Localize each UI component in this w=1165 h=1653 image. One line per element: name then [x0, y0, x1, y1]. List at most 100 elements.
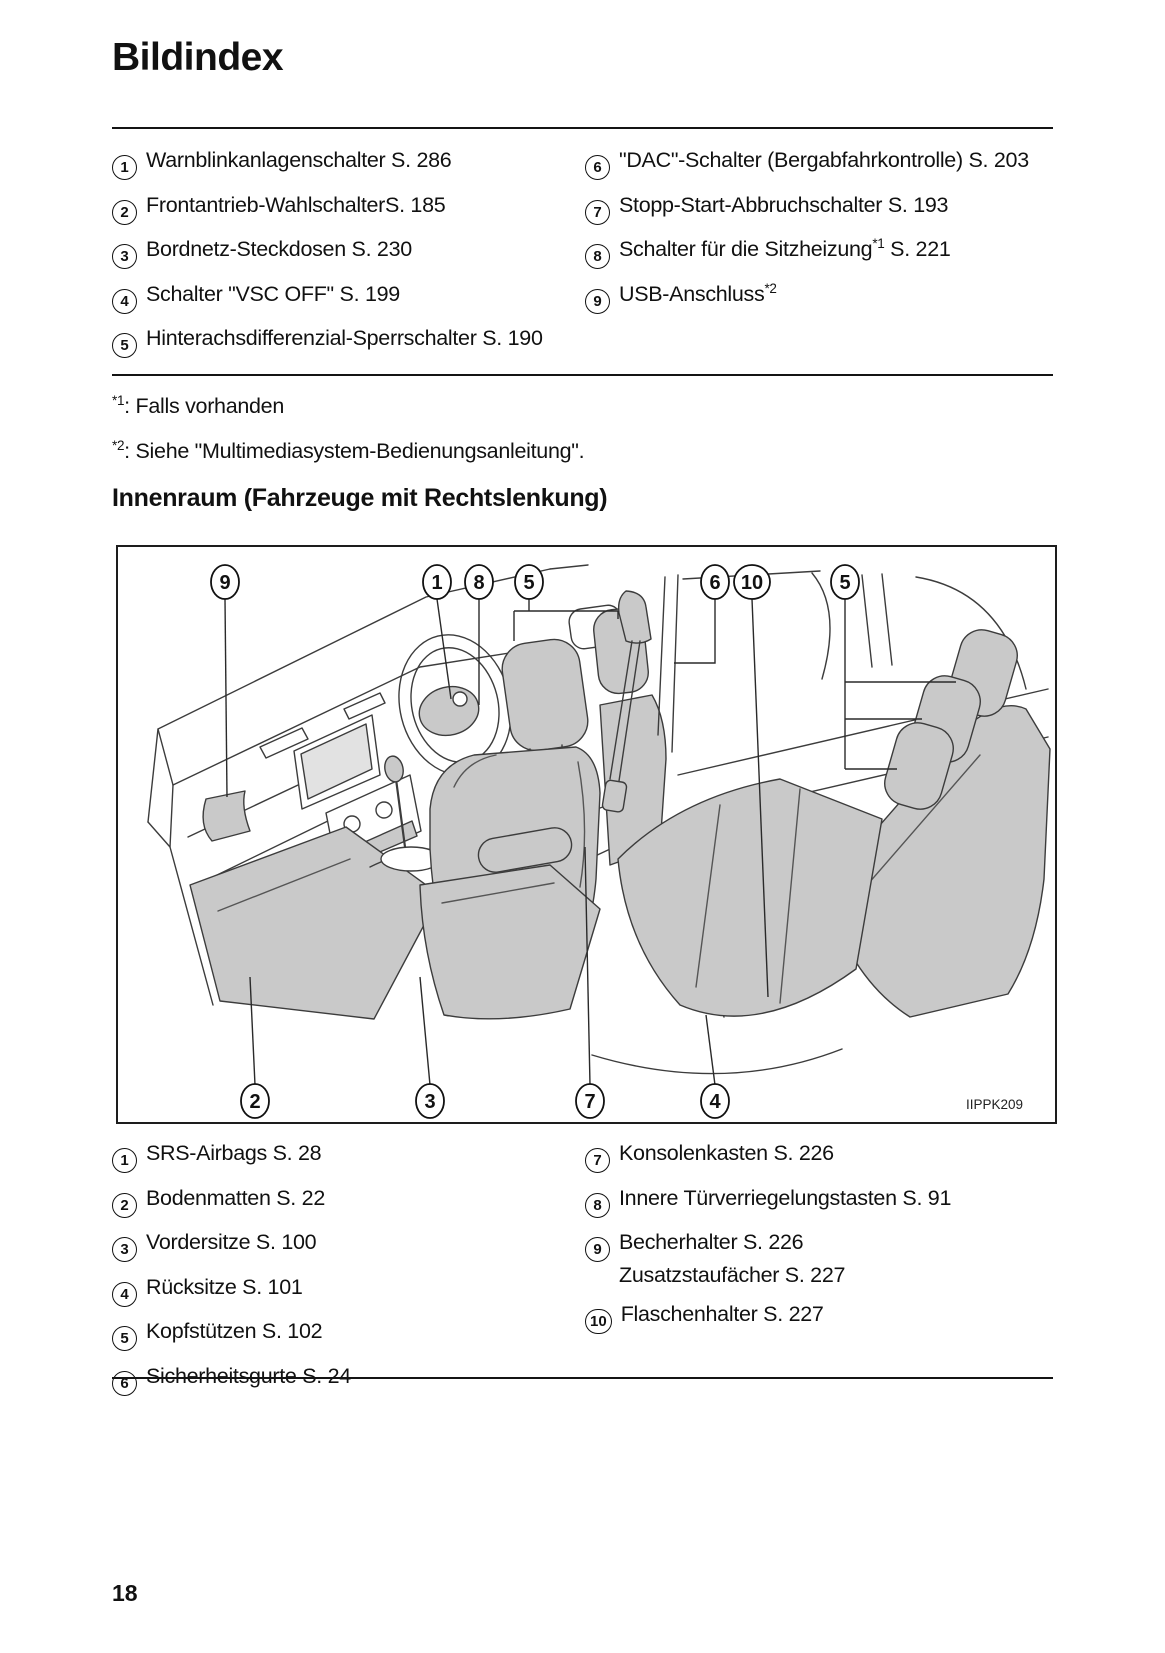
- index-item: 6 Sicherheitsgurte S. 24: [112, 1363, 567, 1396]
- divider-middle: [112, 374, 1053, 376]
- index-item: 9 USB-Anschluss*2: [585, 281, 1047, 314]
- callout-badge: 7: [585, 199, 610, 225]
- figure-callout: 9: [210, 564, 240, 600]
- svg-text:2: 2: [249, 1091, 260, 1113]
- index-item: 6 "DAC"-Schalter (Bergabfahrkontrolle) S.…: [585, 147, 1047, 180]
- svg-text:9: 9: [219, 572, 230, 594]
- callout-badge: 8: [585, 1192, 610, 1218]
- svg-text:8: 8: [473, 572, 484, 594]
- page-number: 18: [112, 1580, 138, 1606]
- callout-badge: 5: [112, 1326, 137, 1351]
- bottom-index-right-column: 7 Konsolenkasten S. 226 8 Innere Türverrie…: [585, 1140, 1047, 1345]
- index-item-label: Schalter "VSC OFF" S. 199: [146, 281, 400, 306]
- figure-callout: 3: [415, 1083, 445, 1119]
- index-item-label: Hinterachsdifferenzial-Sperrschalter S. …: [146, 326, 543, 350]
- figure-callout: 8: [464, 564, 494, 600]
- footnote-marker: *2: [764, 280, 777, 296]
- top-index-right-column: 6 "DAC"-Schalter (Bergabfahrkontrolle) S.…: [585, 147, 1047, 325]
- interior-diagram: 9 1 8 5 6: [147, 564, 1051, 1119]
- index-item-label: Schalter für die Sitzheizung: [619, 237, 873, 261]
- footnotes: *1: Falls vorhanden *2: Siehe "Multimedi…: [112, 392, 1053, 482]
- callout-badge: 3: [112, 244, 137, 269]
- callout-badge: 9: [585, 1237, 610, 1262]
- index-item-label: Konsolenkasten S. 226: [619, 1141, 834, 1165]
- callout-badge: 7: [585, 1148, 610, 1173]
- index-item: 1 SRS-Airbags S. 28: [112, 1140, 567, 1173]
- figure-callout: 1: [422, 564, 452, 600]
- index-item-label: Rücksitze S. 101: [146, 1274, 303, 1299]
- svg-text:1: 1: [431, 572, 442, 594]
- page-title: Bildindex: [112, 36, 284, 79]
- index-item-label: "DAC"-Schalter (Bergabfahrkontrolle) S. …: [619, 148, 1029, 172]
- index-item: 5 Kopfstützen S. 102: [112, 1318, 567, 1351]
- callout-badge: 5: [112, 333, 137, 358]
- callout-badge: 6: [585, 155, 610, 180]
- figure-callout: 6: [700, 564, 730, 600]
- index-item-label: Warnblinkanlagenschalter S. 286: [146, 148, 452, 172]
- footnote-text: : Falls vorhanden: [124, 394, 284, 418]
- index-item-label: Frontantrieb-WahlschalterS. 185: [146, 192, 446, 217]
- index-item-label: Sicherheitsgurte S. 24: [146, 1363, 351, 1388]
- svg-text:4: 4: [709, 1091, 721, 1113]
- index-item-label: Vordersitze S. 100: [146, 1230, 317, 1254]
- callout-badge: 3: [112, 1237, 137, 1262]
- svg-text:10: 10: [741, 572, 763, 594]
- callout-badge: 8: [585, 244, 610, 269]
- callout-leader-lines: [224, 598, 956, 1086]
- callout-badge: 2: [112, 199, 137, 225]
- index-item-label: SRS-Airbags S. 28: [146, 1141, 322, 1165]
- footnote: *2: Siehe "Multimediasystem-Bedienungsan…: [112, 437, 1053, 465]
- callout-badge: 6: [112, 1370, 137, 1396]
- footnote: *1: Falls vorhanden: [112, 392, 1053, 420]
- index-item: 4 Schalter "VSC OFF" S. 199: [112, 281, 567, 314]
- figure-callout: 4: [700, 1083, 730, 1119]
- index-item: 2 Bodenmatten S. 22: [112, 1185, 567, 1218]
- index-item-label: Becherhalter S. 226: [619, 1230, 804, 1254]
- svg-text:5: 5: [523, 572, 534, 594]
- index-item: 2 Frontantrieb-WahlschalterS. 185: [112, 192, 567, 225]
- index-item-label: Kopfstützen S. 102: [146, 1319, 323, 1343]
- index-item-second-line: Zusatzstaufächer S. 227: [619, 1263, 846, 1287]
- callout-badge: 9: [585, 288, 610, 314]
- divider-top: [112, 127, 1053, 129]
- index-item-label: Stopp-Start-Abbruchschalter S. 193: [619, 192, 949, 217]
- callout-badge: 1: [112, 1148, 137, 1173]
- section-heading: Innenraum (Fahrzeuge mit Rechtslenkung): [112, 484, 608, 512]
- footnote-text: : Siehe "Multimediasystem-Bedienungsanle…: [124, 439, 585, 463]
- footnote-marker: *1: [112, 392, 125, 408]
- figure-code: IIPPK209: [966, 1097, 1023, 1112]
- index-item: 9 Becherhalter S. 226 Zusatzstaufächer S.…: [585, 1229, 1047, 1289]
- footnote-marker: *2: [112, 437, 125, 453]
- vehicle-interior-art: [147, 564, 1051, 1075]
- index-item-label: Innere Türverriegelungstasten S. 91: [619, 1185, 952, 1210]
- index-item: 8 Innere Türverriegelungstasten S. 91: [585, 1185, 1047, 1218]
- figure-callout: 2: [240, 1083, 270, 1119]
- divider-bottom: [112, 1377, 1053, 1379]
- index-item-label: Bordnetz-Steckdosen S. 230: [146, 237, 412, 261]
- index-item: 5 Hinterachsdifferenzial-Sperrschalter S.…: [112, 325, 567, 358]
- interior-figure: 9 1 8 5 6: [116, 545, 1057, 1124]
- svg-text:3: 3: [424, 1091, 435, 1113]
- figure-callout: 5: [830, 564, 860, 600]
- callout-badge: 4: [112, 288, 137, 314]
- figure-callouts: 9 1 8 5 6: [210, 564, 860, 1119]
- figure-callout: 5: [514, 564, 544, 600]
- index-item: 1 Warnblinkanlagenschalter S. 286: [112, 147, 567, 180]
- index-item: 7 Konsolenkasten S. 226: [585, 1140, 1047, 1173]
- svg-text:6: 6: [709, 572, 720, 594]
- callout-badge: 2: [112, 1192, 137, 1218]
- top-index-left-column: 1 Warnblinkanlagenschalter S. 286 2 Fronta…: [112, 147, 567, 370]
- svg-text:7: 7: [584, 1091, 595, 1113]
- callout-badge: 10: [585, 1308, 612, 1334]
- index-item-label: Bodenmatten S. 22: [146, 1185, 325, 1210]
- index-item-label: Flaschenhalter S. 227: [620, 1301, 824, 1326]
- figure-callout: 10: [733, 564, 771, 600]
- index-item-label: USB-Anschluss: [619, 281, 765, 306]
- index-item: 3 Vordersitze S. 100: [112, 1229, 567, 1262]
- svg-text:5: 5: [839, 572, 850, 594]
- callout-badge: 1: [112, 155, 137, 180]
- index-item-page: S. 221: [884, 237, 951, 261]
- figure-callout: 7: [575, 1083, 605, 1119]
